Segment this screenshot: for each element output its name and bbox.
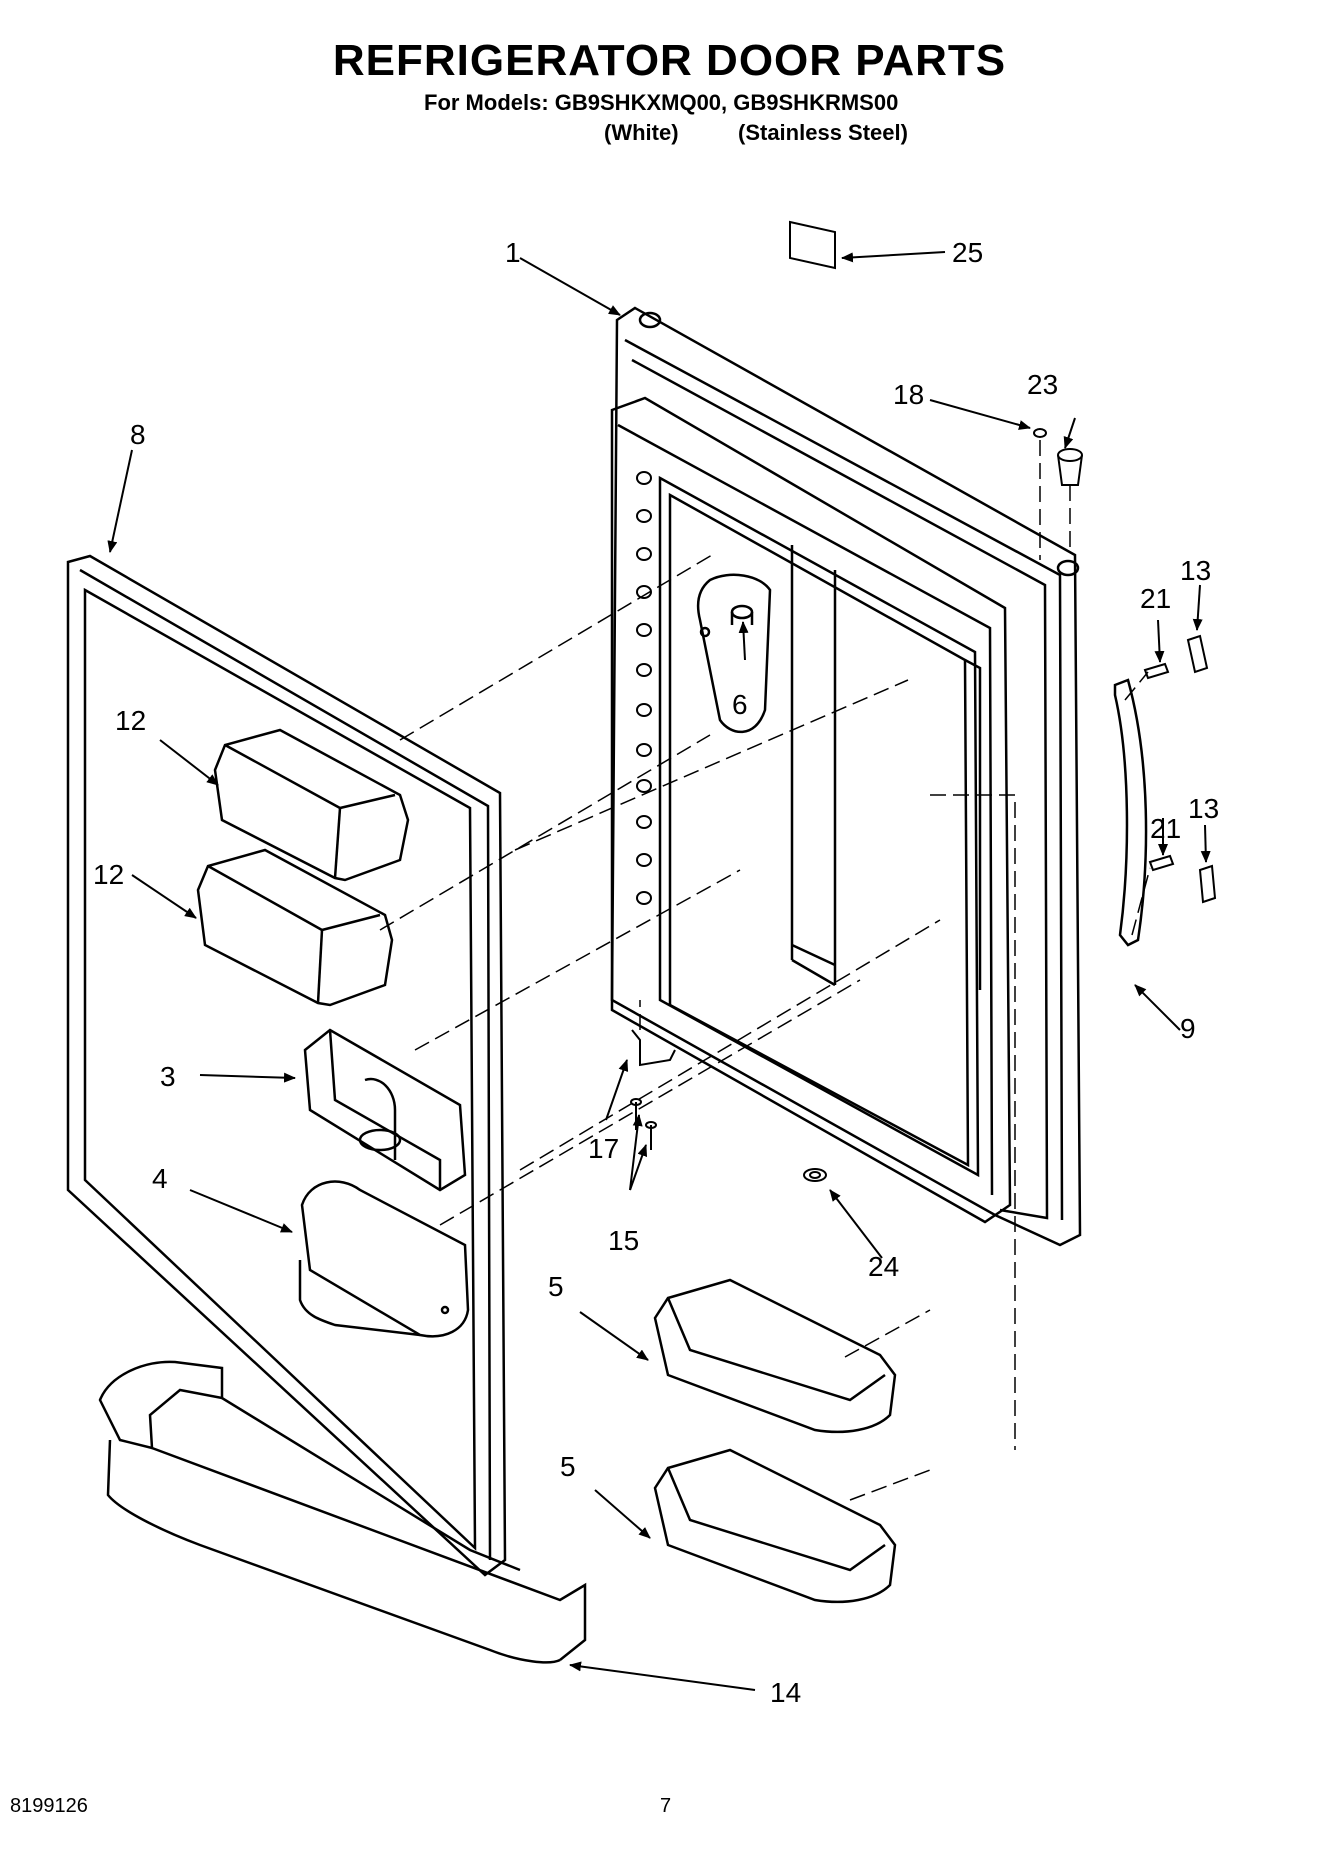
callout-15: 15 — [608, 1225, 639, 1256]
callout-18: 18 — [893, 379, 924, 410]
alignment-lines — [379, 440, 1151, 1501]
page-title: REFRIGERATOR DOOR PARTS — [332, 36, 1007, 85]
part-12-bin-lower — [196, 848, 394, 1007]
part-18-screw — [1033, 428, 1047, 438]
callout-1: 1 — [505, 237, 521, 268]
document-number: 8199126 — [10, 1795, 88, 1817]
part-8-door-liner — [66, 554, 507, 1577]
callout-23: 23 — [1027, 369, 1058, 400]
callout-5-upper: 5 — [548, 1271, 564, 1302]
part-12-bin-upper — [213, 728, 410, 882]
callout-21-lower: 21 — [1150, 813, 1181, 844]
part-5-bin-lower — [653, 1448, 897, 1604]
part-25-label — [789, 220, 836, 270]
callout-8: 8 — [130, 419, 146, 450]
part-9-handle — [1113, 678, 1148, 947]
page-number: 7 — [660, 1795, 672, 1817]
variant-white: (White) — [604, 120, 679, 145]
callout-4: 4 — [152, 1163, 168, 1194]
callout-12-lower: 12 — [93, 859, 124, 890]
callout-5-lower: 5 — [560, 1451, 576, 1482]
callout-12-upper: 12 — [115, 705, 146, 736]
variant-stainless: (Stainless Steel) — [738, 120, 908, 145]
door-hinge-bumps — [636, 471, 652, 905]
part-3-dispenser — [303, 1028, 467, 1192]
leader-arrows — [107, 251, 1211, 1691]
callout-9: 9 — [1180, 1013, 1196, 1044]
callout-6: 6 — [732, 689, 748, 720]
callout-17: 17 — [588, 1133, 619, 1164]
part-1-door — [610, 306, 1082, 1247]
models-line: For Models: GB9SHKXMQ00, GB9SHKRMS00 — [424, 90, 899, 115]
callout-14: 14 — [770, 1677, 801, 1708]
callout-21-upper: 21 — [1140, 583, 1171, 614]
callout-13-upper: 13 — [1180, 555, 1211, 586]
callout-13-lower: 13 — [1188, 793, 1219, 824]
part-21-screw-upper — [1143, 662, 1170, 680]
part-4-covered-bin — [298, 1180, 470, 1338]
part-23-bushing — [1057, 448, 1083, 486]
part-14-bottom-bin — [98, 1360, 587, 1664]
part-24-plug — [803, 1168, 827, 1182]
part-13-cap-lower — [1198, 864, 1217, 904]
part-17-bracket — [631, 1029, 676, 1067]
callout-24: 24 — [868, 1251, 899, 1282]
callout-3: 3 — [160, 1061, 176, 1092]
callout-25: 25 — [952, 237, 983, 268]
part-13-cap-upper — [1186, 634, 1209, 674]
part-21-screw-lower — [1148, 854, 1175, 872]
part-5-bin-upper — [653, 1278, 897, 1434]
